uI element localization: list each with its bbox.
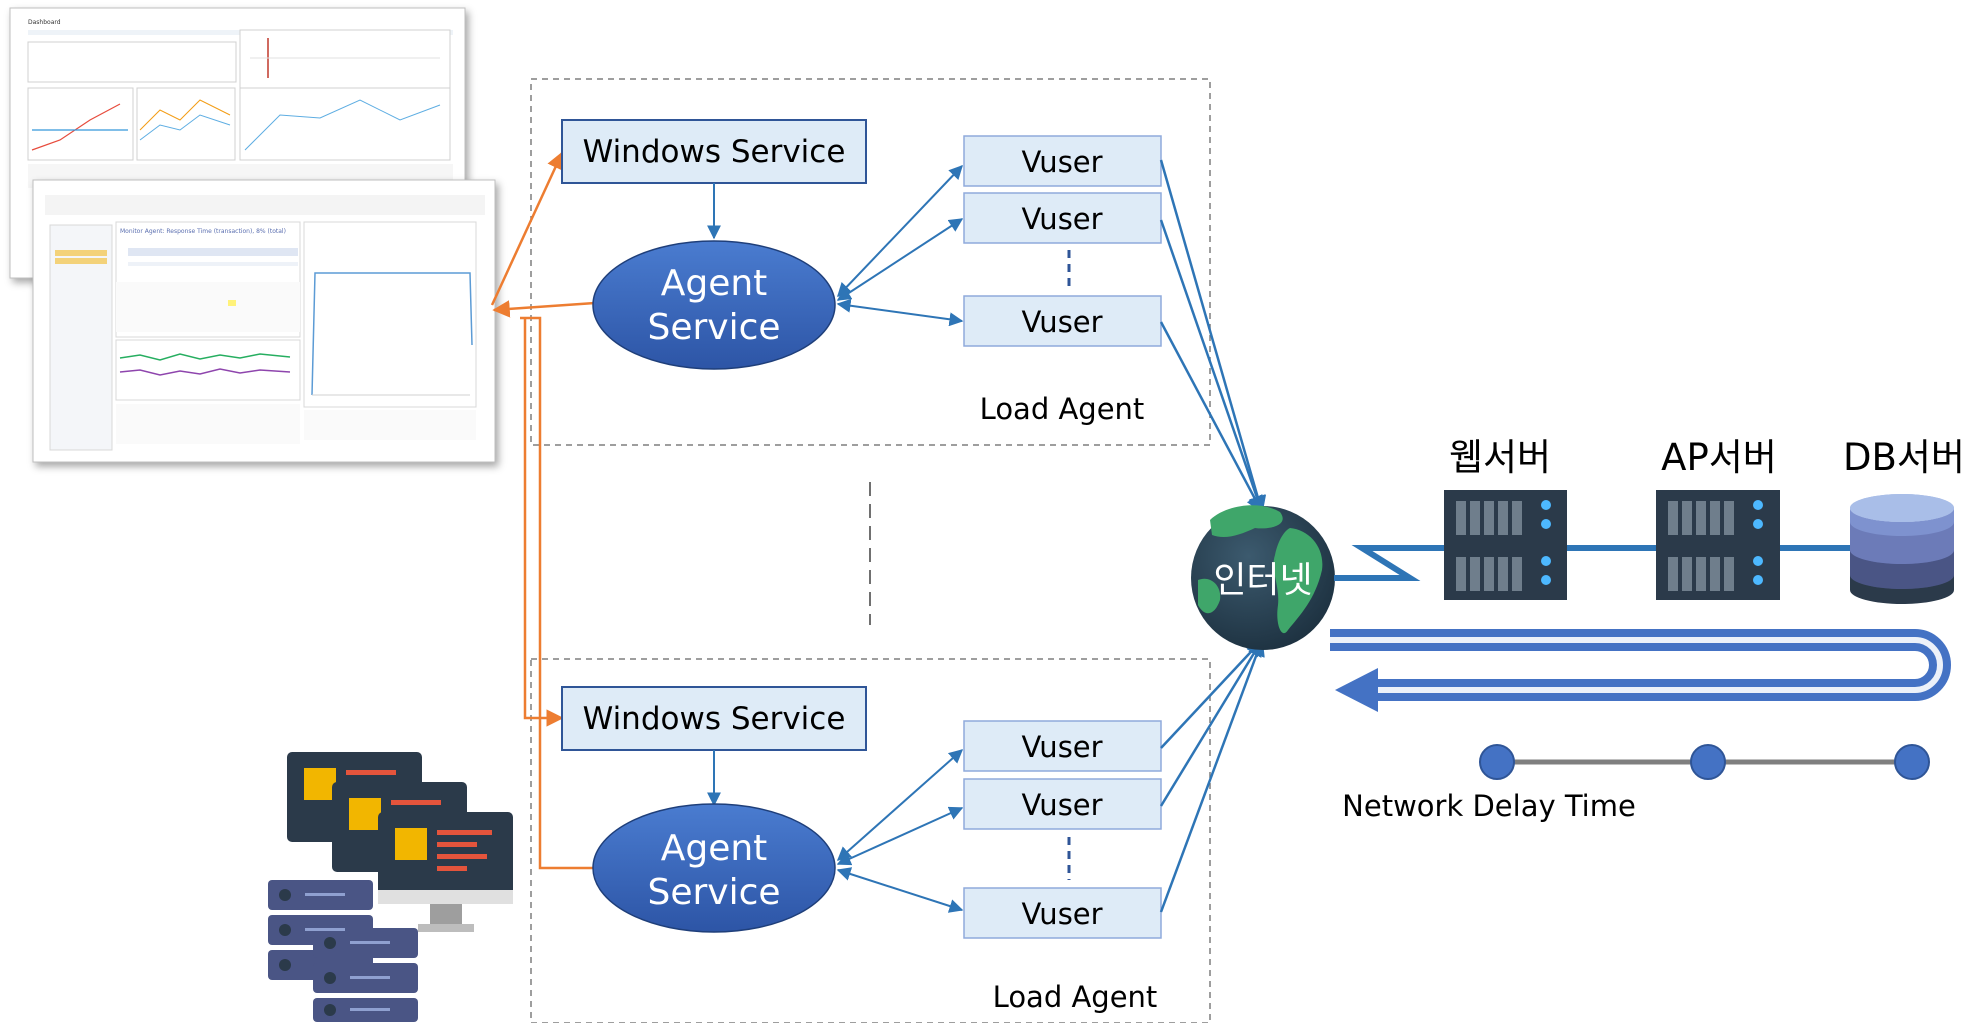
internet-label: 인터넷 [1213,560,1312,601]
server-chain-line [1334,545,1850,581]
web-server-icon [1444,490,1567,600]
monitor-title: Monitor Agent: Response Time (transactio… [120,228,286,235]
ap-server-icon [1656,490,1780,600]
vuser-box [963,135,1162,187]
return-arrow [1330,629,1951,712]
globe-icon: 인터넷 [1191,505,1335,650]
vuser-box [963,887,1162,939]
agent-service-ellipse [592,240,836,370]
load-agent-caption: Load Agent [980,392,1145,426]
vuser-label: Vuser [1021,202,1102,236]
windows-service-label: Windows Service [583,701,846,737]
database-icon [1850,494,1954,604]
agent-service-line2: Service [647,872,780,913]
agent-service-line1: Agent [661,263,768,304]
vuser-box [963,295,1162,347]
windows-service-label: Windows Service [583,134,846,170]
load-agent-caption: Load Agent [993,980,1158,1014]
vuser-label: Vuser [1021,730,1102,764]
agent-vuser-arrows-top [836,164,964,327]
vuser-box [963,720,1162,772]
ap-server-label: AP서버 [1661,436,1777,479]
windows-service-box [561,119,867,184]
orange-connectors [490,151,596,870]
client-computers-icon [268,752,513,1022]
agent-service-line1: Agent [661,828,768,869]
dashboard-screenshot-back: Dashboard [9,7,466,279]
agent-service-ellipse [592,803,836,933]
monitor-screenshot-front: Monitor Agent: Response Time (transactio… [32,179,496,463]
dashboard-title: Dashboard [28,19,61,26]
vuser-label: Vuser [1021,145,1102,179]
vuser-internet-lines [1159,159,1267,913]
vuser-label: Vuser [1021,788,1102,822]
windows-service-box [561,686,867,751]
vuser-label: Vuser [1021,305,1102,339]
vuser-box [963,192,1162,244]
network-delay-timeline [1479,744,1930,780]
vuser-box [963,778,1162,830]
agent-service-line2: Service [647,307,780,348]
agent-vuser-arrows-bottom [836,749,964,913]
db-server-label: DB서버 [1843,436,1965,479]
network-delay-label: Network Delay Time [1342,789,1636,823]
web-server-label: 웹서버 [1449,436,1551,479]
load-agent-box-bottom [530,658,1211,1024]
load-agent-box-top [530,78,1211,446]
vuser-label: Vuser [1021,897,1102,931]
